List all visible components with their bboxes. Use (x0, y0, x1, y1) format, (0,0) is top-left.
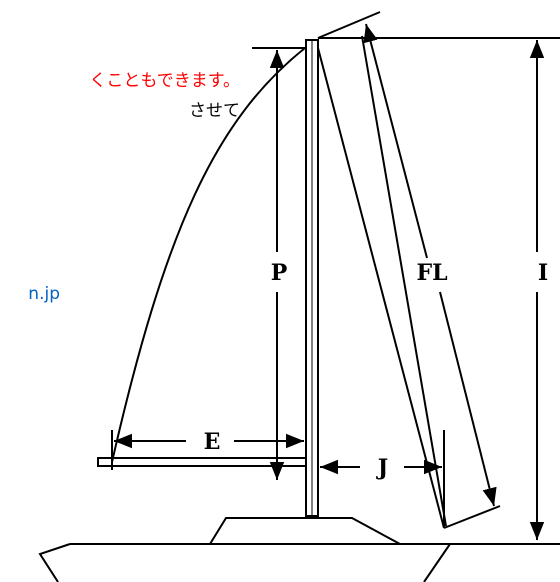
label-fl: FL (416, 260, 447, 286)
hull (38, 543, 560, 582)
label-i: I (538, 260, 548, 286)
cabin (209, 517, 401, 545)
bowsprit (443, 505, 501, 529)
burgee (317, 11, 381, 39)
fl-arrow-bottom (439, 291, 497, 507)
clipped-text-black: させて (189, 101, 240, 121)
label-j: J (376, 455, 388, 481)
label-e: E (204, 429, 221, 455)
fl-arrow-top (363, 23, 428, 259)
boom (97, 457, 307, 467)
mainsail-leech (111, 47, 306, 463)
forestay (317, 47, 445, 529)
clipped-text-red: くこともできます。 (89, 71, 240, 91)
label-p: P (271, 260, 288, 286)
jib-luff (361, 35, 447, 527)
clipped-link[interactable]: n.jp (28, 284, 60, 304)
